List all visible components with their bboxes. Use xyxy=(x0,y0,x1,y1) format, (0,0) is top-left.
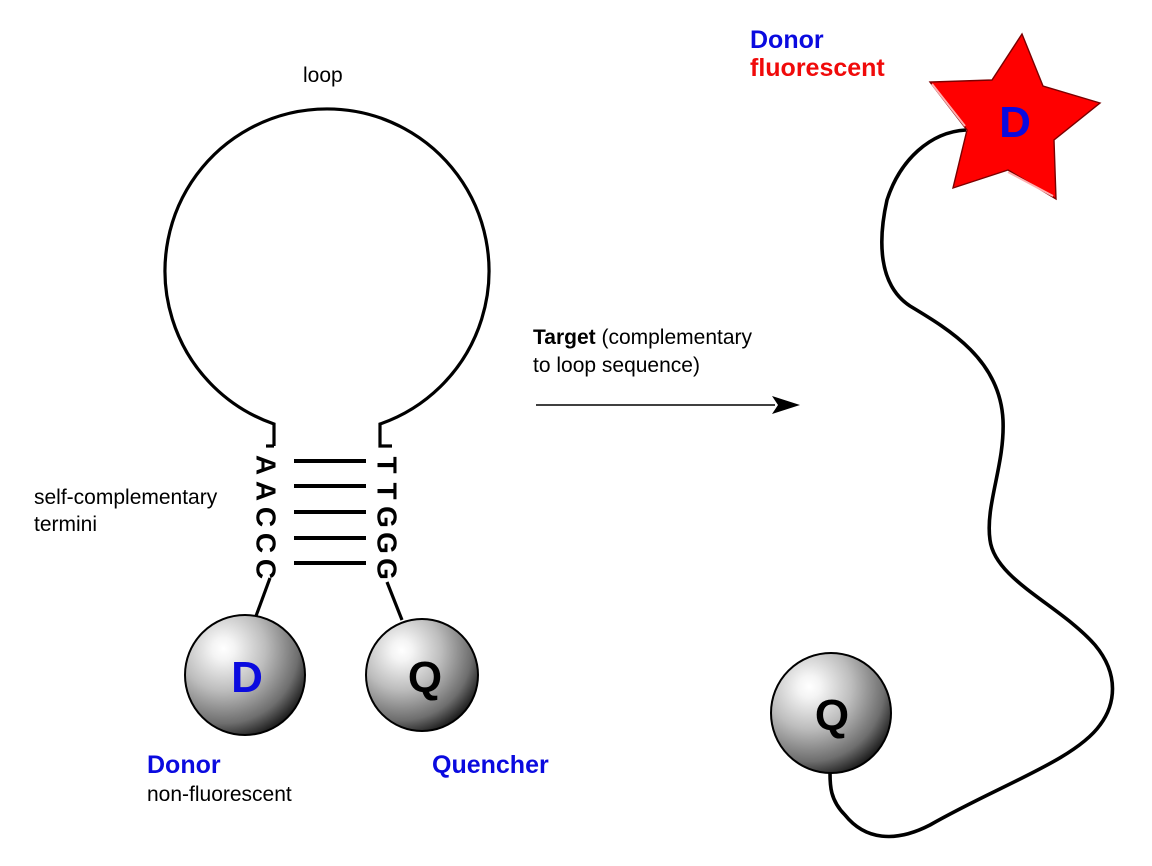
target-label-line2: to loop sequence) xyxy=(533,354,700,377)
base-right-2: T xyxy=(372,482,403,499)
termini-label-line1: self-complementary xyxy=(34,486,218,509)
base-left-4: C xyxy=(251,533,282,553)
donor-right-state: fluorescent xyxy=(750,54,885,82)
base-left-2: A xyxy=(251,481,282,501)
quencher-left-title: Quencher xyxy=(432,751,549,779)
quencher-sphere-letter: Q xyxy=(408,653,442,702)
base-left-3: C xyxy=(251,507,282,527)
right-quencher-letter: Q xyxy=(815,691,849,740)
quencher-sphere: Q xyxy=(365,618,479,732)
base-right-5: G xyxy=(372,558,403,580)
arrow-head-icon xyxy=(772,396,800,414)
star-icon xyxy=(928,32,1102,201)
donor-left-title: Donor xyxy=(147,751,221,779)
loop-label: loop xyxy=(303,64,343,87)
quencher-linker xyxy=(385,581,404,621)
right-quencher-sphere: Q xyxy=(770,652,892,774)
donor-sphere-letter: D xyxy=(231,653,263,702)
termini-label-line2: termini xyxy=(34,513,97,536)
stem-left-bases: A A C C C xyxy=(251,455,282,579)
donor-right-title: Donor xyxy=(750,26,824,54)
loop-strand xyxy=(163,107,491,448)
fluorescent-donor-star: D xyxy=(928,32,1102,201)
open-strand xyxy=(828,128,1115,839)
target-label-line1: Target (complementary xyxy=(533,326,753,349)
reaction-arrow xyxy=(536,396,800,414)
donor-linker xyxy=(254,577,272,617)
base-left-1: A xyxy=(251,455,282,475)
star-highlight xyxy=(931,83,1054,197)
base-left-5: C xyxy=(251,559,282,579)
donor-left-state: non-fluorescent xyxy=(147,783,292,806)
base-pair-bonds xyxy=(294,459,366,565)
target-label-rest: (complementary xyxy=(596,326,753,349)
target-label-bold: Target xyxy=(533,326,596,349)
base-right-4: G xyxy=(372,532,403,554)
donor-sphere: D xyxy=(184,614,306,736)
base-right-3: G xyxy=(372,506,403,528)
star-letter: D xyxy=(999,98,1031,147)
stem-right-bases: T T G G G xyxy=(372,456,403,579)
base-right-1: T xyxy=(372,456,403,473)
